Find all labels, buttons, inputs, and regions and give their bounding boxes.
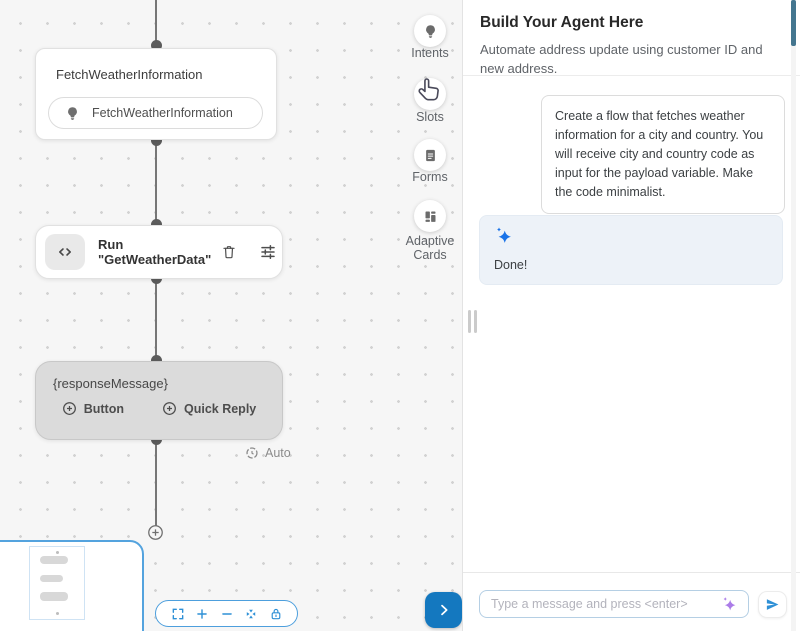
connector-dot: [150, 219, 162, 230]
chat-composer: [463, 572, 800, 631]
fit-view-icon[interactable]: [244, 607, 258, 621]
intent-pill[interactable]: FetchWeatherInformation: [48, 97, 263, 129]
minimap-node: [40, 575, 63, 582]
connector-dot: [150, 40, 162, 51]
minimap-viewport[interactable]: [29, 546, 85, 620]
agent-chat-panel: Build Your Agent Here Automate address u…: [462, 0, 800, 631]
minimap-dot: [56, 551, 59, 554]
add-button-action[interactable]: Button: [62, 401, 124, 416]
document-icon: [423, 148, 438, 163]
lightbulb-icon: [423, 24, 438, 39]
auto-label: Auto: [265, 446, 291, 460]
panel-subtitle: Automate address update using customer I…: [480, 42, 763, 76]
code-icon: [45, 234, 85, 270]
assistant-message-text: Done!: [494, 258, 528, 272]
panel-scrollbar-thumb[interactable]: [791, 0, 796, 46]
palette-adaptive-cards-button[interactable]: [414, 200, 446, 232]
flow-canvas[interactable]: FetchWeatherInformation FetchWeatherInfo…: [0, 0, 462, 631]
user-message-bubble: Create a flow that fetches weather infor…: [541, 95, 785, 214]
palette-forms-label: Forms: [412, 170, 448, 184]
panel-title: Build Your Agent Here: [480, 14, 644, 31]
palette-slots-label: Slots: [416, 110, 444, 124]
canvas-zoom-toolbar: [155, 600, 298, 627]
cards-layout-icon: [423, 209, 438, 224]
add-quick-reply-label: Quick Reply: [184, 401, 257, 416]
add-node-button[interactable]: [147, 524, 164, 541]
intent-node-title: FetchWeatherInformation: [56, 67, 203, 82]
add-circle-icon: [162, 401, 177, 416]
expand-panel-button[interactable]: [425, 592, 462, 628]
palette-forms-button[interactable]: [414, 139, 446, 171]
palette-intents-label: Intents: [411, 46, 449, 60]
zoom-out-icon[interactable]: [220, 607, 234, 621]
palette-intents-button[interactable]: [414, 15, 446, 47]
code-node-label: Run "GetWeatherData": [98, 237, 212, 267]
panel-scrollbar-track[interactable]: [791, 0, 796, 631]
zoom-in-icon[interactable]: [195, 607, 209, 621]
lightbulb-icon: [65, 106, 80, 121]
assistant-message-bubble: Done!: [479, 215, 783, 285]
add-quick-reply-action[interactable]: Quick Reply: [162, 401, 256, 416]
add-circle-icon: [62, 401, 77, 416]
palette-adaptive-cards-label: Adaptive Cards: [405, 234, 455, 263]
add-button-label: Button: [83, 401, 124, 416]
lock-icon[interactable]: [269, 607, 283, 621]
minimap-node: [40, 592, 68, 601]
minimap-dot: [56, 612, 59, 615]
chat-message-list: Create a flow that fetches weather infor…: [463, 76, 800, 572]
tune-settings-icon[interactable]: [259, 243, 277, 261]
panel-header: Build Your Agent Here Automate address u…: [463, 0, 800, 76]
panel-resize-handle[interactable]: [468, 310, 477, 333]
sparkle-icon: [494, 226, 514, 246]
message-input[interactable]: [479, 590, 749, 618]
code-node[interactable]: Run "GetWeatherData": [35, 225, 283, 279]
response-node-title: {responseMessage}: [53, 376, 168, 391]
connector-dot: [150, 135, 162, 146]
connector-dot: [150, 355, 162, 366]
minimap[interactable]: [0, 540, 144, 631]
palette-slots-button[interactable]: [414, 78, 446, 110]
send-button[interactable]: [758, 591, 787, 618]
fullscreen-icon[interactable]: [171, 607, 185, 621]
response-message-node[interactable]: {responseMessage} Button Quick Reply: [35, 361, 283, 440]
intent-pill-label: FetchWeatherInformation: [92, 106, 233, 120]
minimap-node: [40, 556, 68, 564]
intent-node[interactable]: FetchWeatherInformation FetchWeatherInfo…: [35, 48, 277, 140]
auto-transition-badge[interactable]: Auto: [245, 446, 291, 460]
auto-timer-icon: [245, 446, 259, 460]
delete-icon[interactable]: [221, 244, 237, 260]
